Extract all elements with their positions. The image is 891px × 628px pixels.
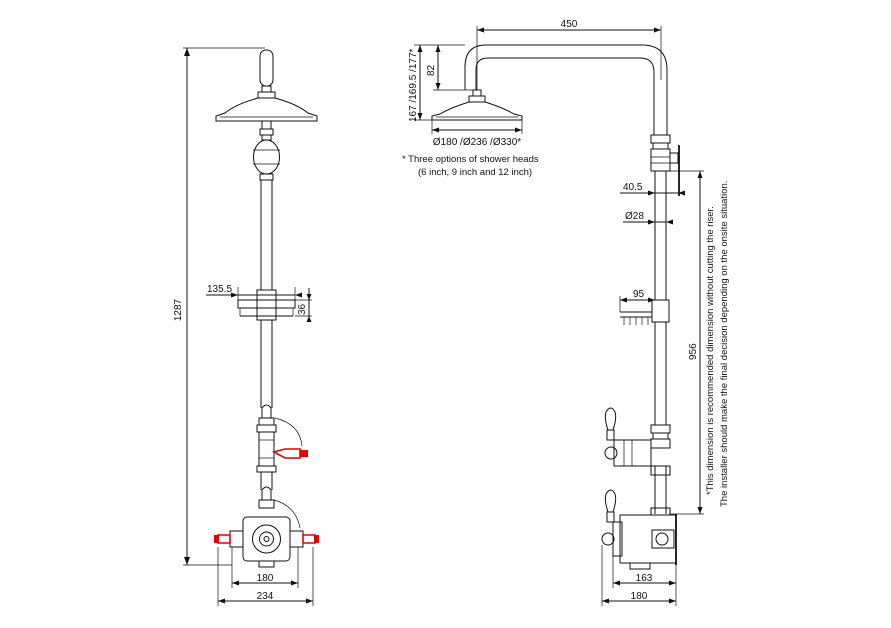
overall-depth-label: 180: [631, 591, 648, 602]
riser-note-line2: The installer should make the final deci…: [719, 181, 730, 507]
riser-length-label: 956: [688, 343, 699, 360]
side-riser: 40.5 Ø28: [620, 134, 685, 425]
side-diverter: [604, 407, 671, 514]
soap-dish-depth-label: 95: [633, 289, 645, 300]
valve-centres-label: 180: [257, 573, 274, 584]
wall-bracket-label: 40.5: [623, 182, 643, 193]
front-shower-head: [215, 97, 318, 122]
soap-dish-height-label: 36: [297, 303, 308, 315]
riser-length-dimension: 956: [670, 170, 704, 515]
soap-dish-width-label: 135.5: [207, 284, 232, 295]
valve-depth-label: 163: [636, 573, 653, 584]
overall-width-label: 234: [257, 591, 274, 602]
riser-diameter-label: Ø28: [625, 211, 644, 222]
side-shower-arm: [464, 44, 668, 135]
head-height-label: 167 /169.5 /177*: [408, 48, 419, 122]
side-valve: 163 180: [601, 489, 677, 606]
arm-drop-label: 82: [426, 64, 437, 76]
total-height-label: 1287: [173, 298, 184, 321]
arm-projection-label: 450: [561, 19, 578, 30]
head-note-line2: (6 inch, 9 inch and 12 inch): [418, 167, 532, 178]
front-riser: [253, 120, 280, 408]
arm-projection-dimension: 450: [476, 19, 662, 90]
head-note-line1: * Three options of shower heads: [402, 154, 539, 165]
front-view: 1287: [173, 47, 319, 606]
head-diameters-label: Ø180 /Ø236 /Ø330*: [433, 137, 522, 148]
front-diverter: [256, 404, 308, 490]
side-soap-dish: 95: [619, 289, 670, 325]
front-soap-dish: 135.5 36: [206, 284, 312, 322]
riser-note-line1: *This dimension is recommended dimension…: [705, 206, 716, 495]
front-valve: 180 234: [214, 486, 319, 606]
side-view: 450 Ø180 /Ø236 /Ø330* 167 /169: [402, 19, 730, 606]
side-shower-head: Ø180 /Ø236 /Ø330* 167 /169.5 /177* 82: [408, 44, 523, 148]
total-height-dimension: 1287: [173, 47, 265, 566]
front-shower-arm: [257, 49, 276, 99]
